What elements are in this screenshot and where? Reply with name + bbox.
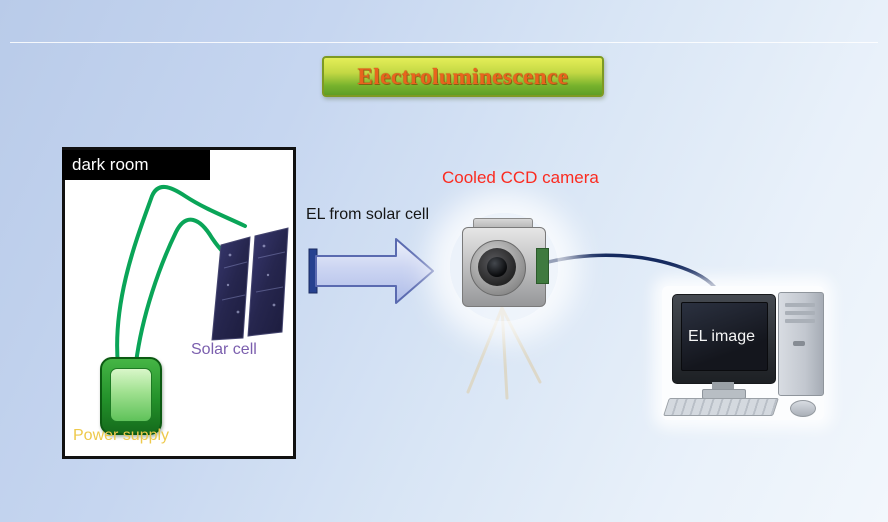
- ccd-camera-circuit-board: [536, 248, 549, 284]
- monitor-screen: EL image: [681, 302, 768, 371]
- tower-slot: [785, 319, 815, 323]
- el-image-label: EL image: [688, 327, 755, 345]
- tower-slot: [785, 311, 815, 315]
- monitor: EL image: [672, 294, 776, 384]
- dark-room-header: dark room: [62, 150, 210, 180]
- el-from-solar-cell-label: EL from solar cell: [306, 206, 429, 223]
- cooled-ccd-camera-label: Cooled CCD camera: [442, 168, 599, 187]
- tower-button: [793, 341, 805, 346]
- tripod-legs: [466, 306, 542, 400]
- el-source-bar: [308, 248, 318, 294]
- divider-line: [10, 42, 878, 43]
- power-supply-device: [100, 357, 162, 435]
- monitor-neck: [712, 382, 734, 390]
- power-supply-label: Power supply: [73, 427, 170, 444]
- page-title: Electroluminescence: [357, 63, 569, 89]
- keyboard: [663, 398, 779, 416]
- title-banner: Electroluminescence: [322, 56, 604, 97]
- dark-room-label: dark room: [72, 155, 149, 174]
- mouse: [790, 400, 816, 417]
- computer-tower: [778, 292, 824, 396]
- tower-slot: [785, 303, 815, 307]
- el-arrow: [315, 238, 434, 304]
- solar-cell-label: Solar cell: [191, 341, 257, 358]
- dark-room-box: [62, 147, 296, 459]
- ccd-camera-lens-inner: [487, 257, 507, 277]
- power-supply-screen: [110, 368, 152, 422]
